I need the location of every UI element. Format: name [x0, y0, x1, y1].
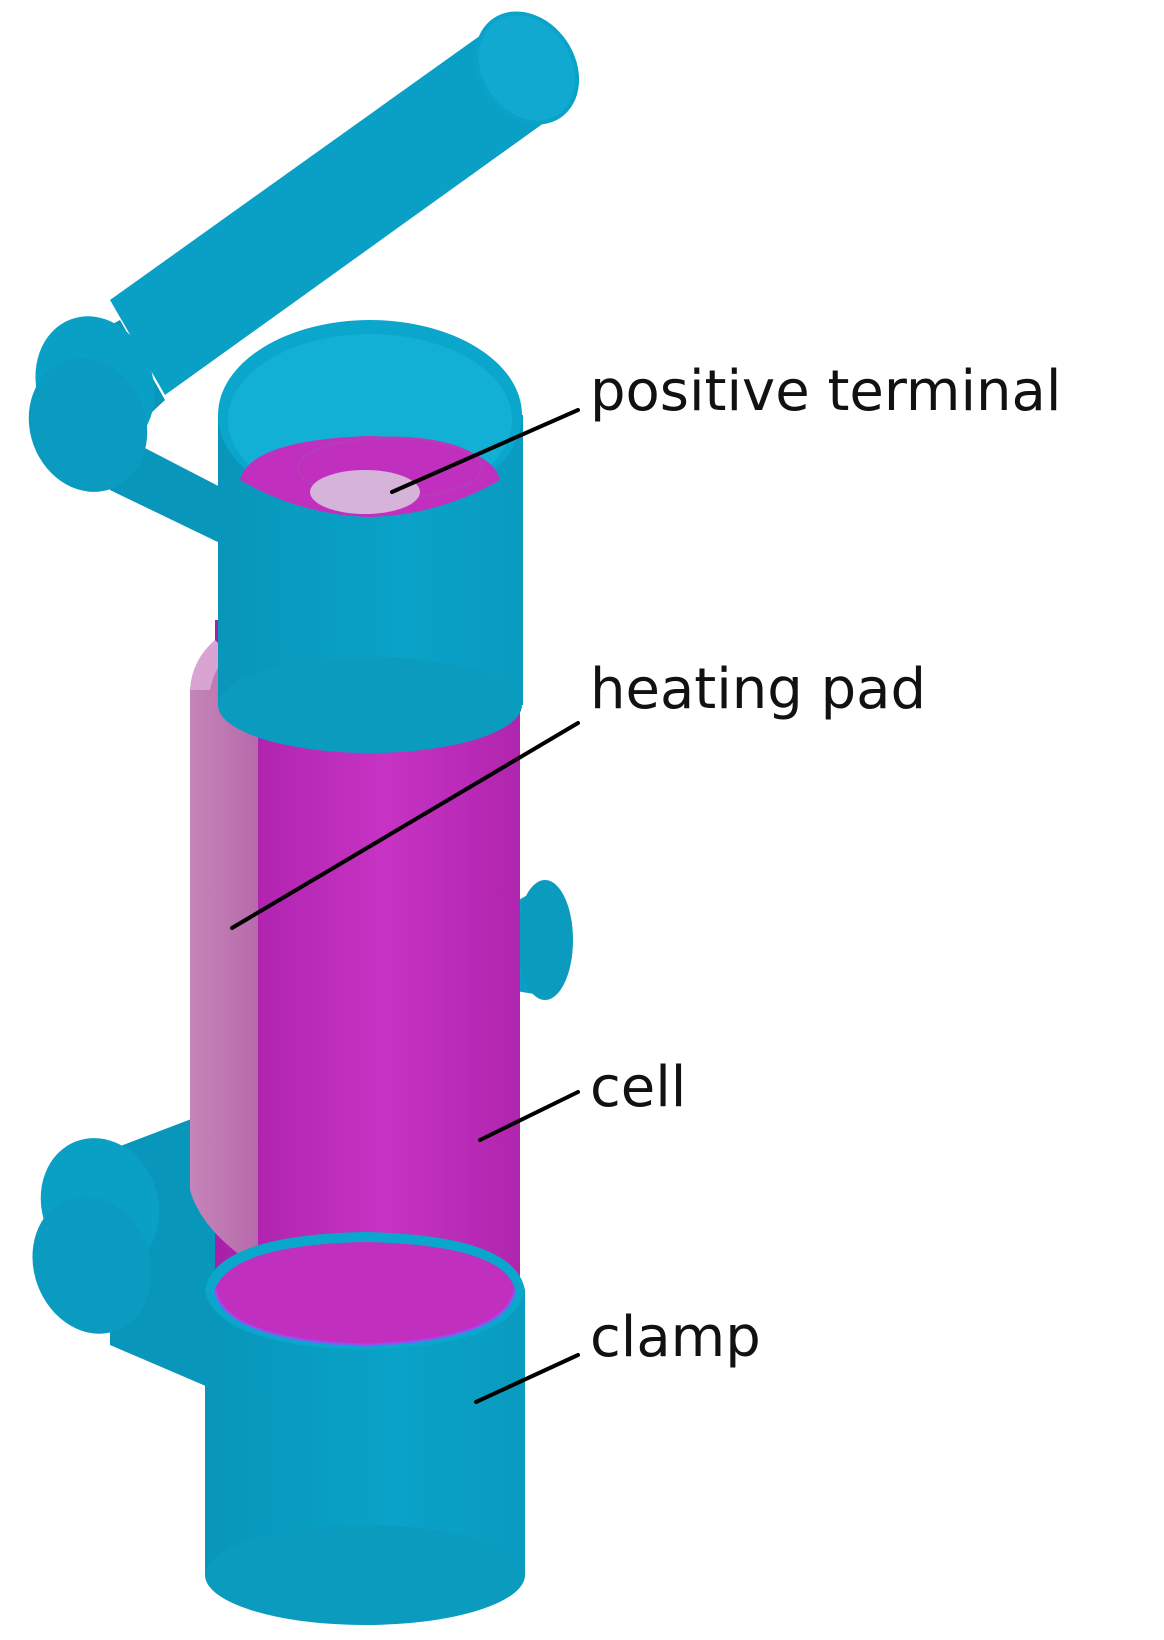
label-clamp: clamp — [590, 1305, 761, 1370]
label-positive-terminal: positive terminal — [590, 359, 1061, 424]
middle-clamp-knob — [510, 880, 573, 1000]
leader-line-clamp — [474, 1353, 580, 1404]
bottom-clamp-ring — [205, 1232, 525, 1625]
leader-line-positive-terminal — [390, 408, 580, 494]
positive-terminal — [310, 470, 420, 514]
label-cell: cell — [590, 1055, 686, 1120]
lower-clamp-arm — [32, 1110, 215, 1390]
leader-line-heating-pad — [230, 721, 580, 930]
leader-line-cell — [478, 1090, 580, 1142]
label-heating-pad: heating pad — [590, 657, 926, 722]
top-clamp-ring — [218, 320, 523, 753]
